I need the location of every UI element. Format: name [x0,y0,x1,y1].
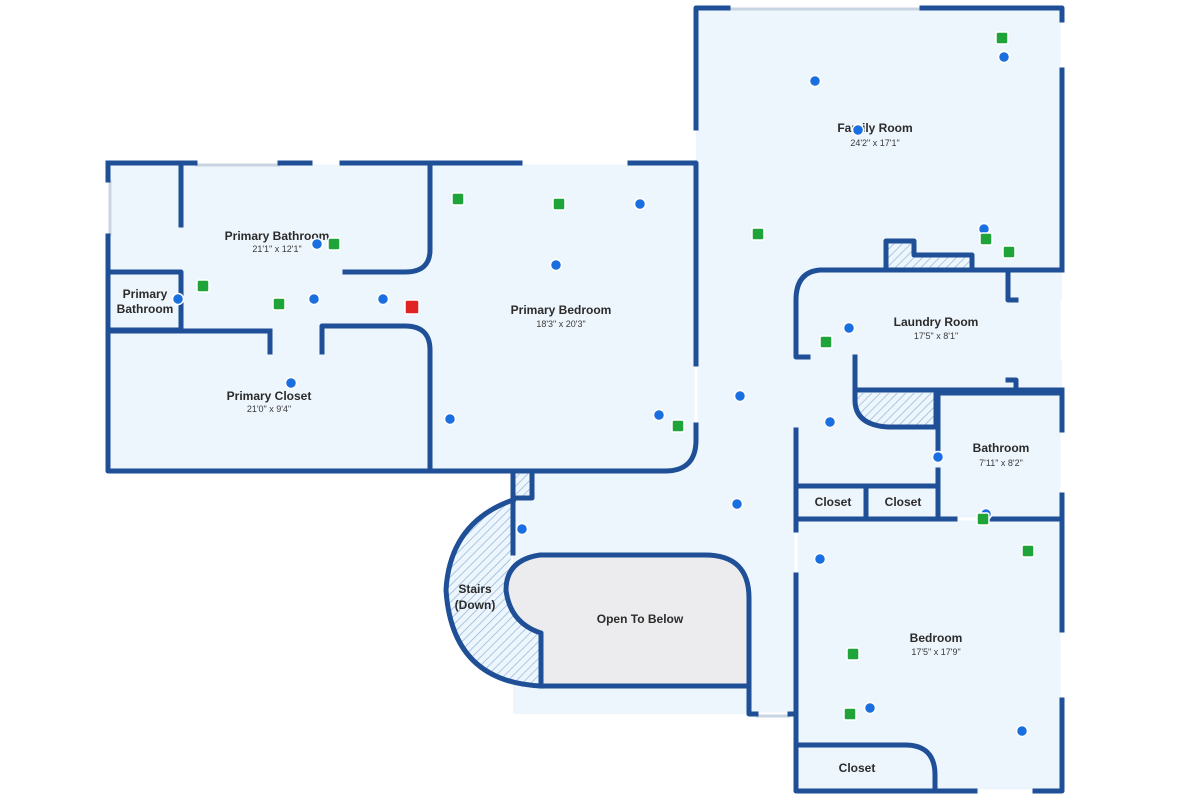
green-marker[interactable] [819,335,833,349]
blue-marker[interactable] [633,197,647,211]
label-primary-bathroom-small-1: Primary [123,287,168,301]
wall-stair-landing [510,471,535,501]
blue-marker[interactable] [1015,724,1029,738]
dims-primary-bedroom: 18'3" x 20'3" [536,319,585,329]
blue-marker[interactable] [823,415,837,429]
blue-marker[interactable] [652,408,666,422]
wall-bath-vanity [342,162,433,275]
blue-marker[interactable] [733,389,747,403]
floor-fills [108,8,1062,790]
label-primary-closet: Primary Closet [227,389,312,403]
wall-bedroom-closet [793,742,938,794]
label-stairs-1: Stairs [458,582,492,596]
floor-stair-landing [514,474,532,498]
blue-marker[interactable] [851,123,865,137]
label-bedroom: Bedroom [910,631,963,645]
dims-primary-bathroom: 21'1" x 12'1" [252,244,301,254]
label-open-to-below: Open To Below [597,612,684,626]
blue-marker[interactable] [310,237,324,251]
blue-marker[interactable] [284,376,298,390]
blue-marker[interactable] [376,292,390,306]
markers [171,31,1035,738]
label-primary-bedroom: Primary Bedroom [511,303,612,317]
blue-marker[interactable] [863,701,877,715]
blue-marker[interactable] [515,522,529,536]
dims-bedroom: 17'5" x 17'9" [911,647,960,657]
wall-laundry-corner [852,387,939,430]
red-marker[interactable] [404,299,420,315]
wall-family-room-outer [693,5,1065,273]
green-marker[interactable] [751,227,765,241]
floor-stairs [446,500,541,686]
blue-marker[interactable] [549,258,563,272]
wall-open-to-below [503,495,752,689]
wall-family-room-inner [793,267,1065,360]
green-marker[interactable] [976,512,990,526]
wall-family-notch [883,238,975,271]
blue-marker[interactable] [730,497,744,511]
wall-bedroom [793,516,1065,794]
dims-bathroom: 7'11" x 8'2" [979,458,1023,468]
floor-east-wing [796,270,1062,790]
wall-closets [793,483,958,522]
label-bedroom-closet: Closet [839,761,876,775]
label-laundry-room: Laundry Room [894,315,979,329]
blue-marker[interactable] [171,292,185,306]
blue-marker[interactable] [931,450,945,464]
green-marker[interactable] [995,31,1009,45]
blue-marker[interactable] [997,50,1011,64]
green-marker[interactable] [451,192,465,206]
wall-stairs-outer [443,496,544,689]
floor-hatch-laundry-corner [855,393,936,427]
label-bathroom: Bathroom [973,441,1030,455]
label-family-room: Family Room [837,121,912,135]
blue-marker[interactable] [307,292,321,306]
floor-hatch-family-notch [886,241,972,268]
blue-marker[interactable] [443,412,457,426]
dims-family-room: 24'2" x 17'1" [850,138,899,148]
label-primary-bathroom: Primary Bathroom [225,229,330,243]
label-primary-bathroom-small-2: Bathroom [117,302,174,316]
blue-marker[interactable] [808,74,822,88]
window-strips [106,5,1064,793]
blue-marker[interactable] [842,321,856,335]
dims-primary-closet: 21'0" x 9'4" [247,404,291,414]
green-marker[interactable] [843,707,857,721]
green-marker[interactable] [671,419,685,433]
green-marker[interactable] [327,237,341,251]
label-closet-right: Closet [885,495,922,509]
green-marker[interactable] [846,647,860,661]
room-labels: Family Room 24'2" x 17'1" Primary Bathro… [117,121,1030,775]
green-marker[interactable] [1002,245,1016,259]
walls [105,5,1065,794]
green-marker[interactable] [979,232,993,246]
blue-marker[interactable] [813,552,827,566]
green-marker[interactable] [1021,544,1035,558]
dims-laundry-room: 17'5" x 8'1" [914,331,958,341]
green-marker[interactable] [552,197,566,211]
green-marker[interactable] [196,279,210,293]
label-stairs-2: (Down) [455,598,496,612]
floor-open-to-below [506,555,749,686]
green-marker[interactable] [272,297,286,311]
label-closet-left: Closet [815,495,852,509]
floor-left-wing [108,163,430,471]
